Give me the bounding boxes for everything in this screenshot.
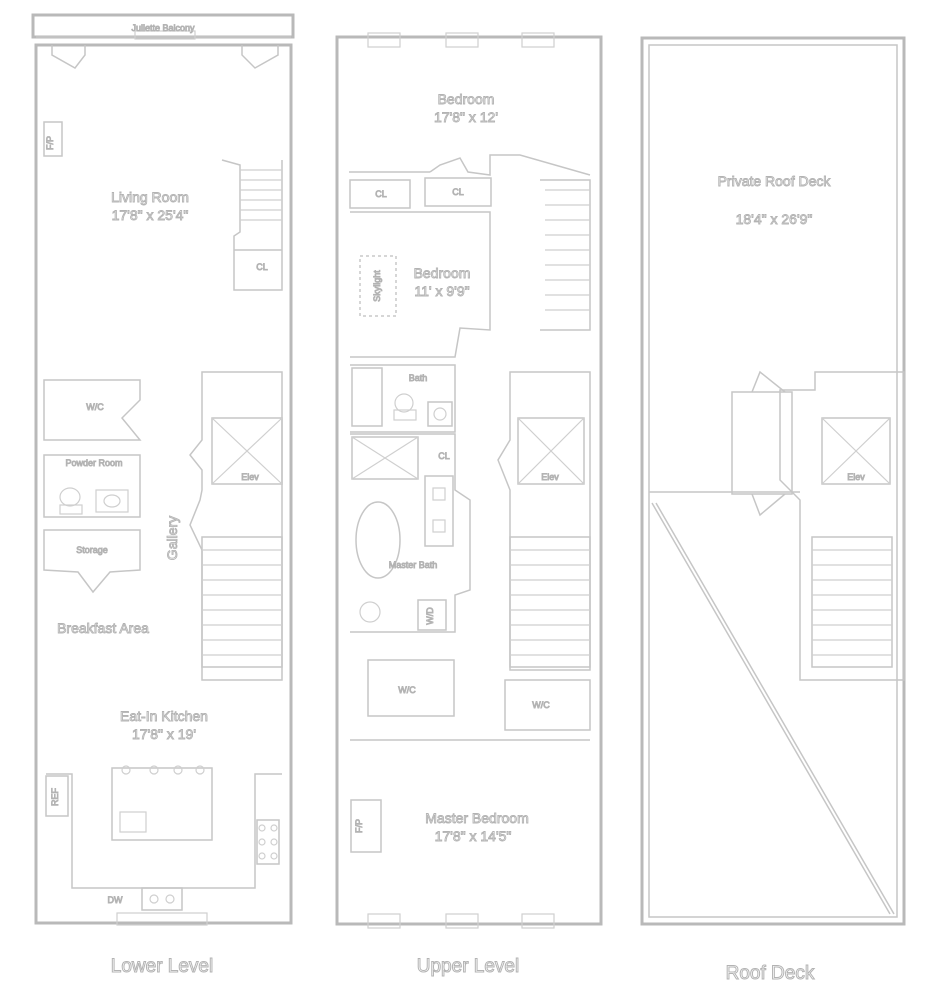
roof-deck-plan xyxy=(640,36,906,926)
lower-wc-label: W/C xyxy=(86,402,104,412)
skylight-label: Skylight xyxy=(372,270,382,302)
lower-level-title: Lower Level xyxy=(111,956,213,977)
upper-wc-1-label: W/C xyxy=(398,685,416,695)
lower-elevator-label: Elev xyxy=(241,472,259,482)
roof-deck-title: Roof Deck xyxy=(726,963,815,984)
roof-elevator-label: Elev xyxy=(847,472,865,482)
kitchen-label: Eat-In Kitchen xyxy=(120,708,208,724)
kitchen-dims: 17'8" x 19' xyxy=(132,726,196,742)
breakfast-area-label: Breakfast Area xyxy=(57,620,149,636)
upper-wc-2-label: W/C xyxy=(532,700,550,710)
lower-fireplace-label: F/P xyxy=(45,136,55,150)
roof-deck-dims: 18'4" x 26'9" xyxy=(736,211,813,227)
roof-deck-label: Private Roof Deck xyxy=(718,173,832,189)
dishwasher-label: DW xyxy=(108,895,123,905)
lower-level-plan xyxy=(31,13,295,926)
washer-dryer-label: W/D xyxy=(425,607,435,625)
master-bath-label: Master Bath xyxy=(389,560,438,570)
upper-bedroom-1-dims: 17'8" x 12' xyxy=(434,109,498,125)
upper-level-title: Upper Level xyxy=(417,956,519,977)
master-bedroom-dims: 17'8" x 14'5" xyxy=(435,828,512,844)
upper-closet-2-label: CL xyxy=(452,187,464,197)
living-room-dims: 17'8" x 25'4" xyxy=(112,207,189,223)
upper-bedroom-2-dims: 11' x 9'9" xyxy=(414,283,469,299)
upper-bedroom-1-label: Bedroom xyxy=(438,91,495,107)
gallery-label: Gallery xyxy=(164,516,180,560)
powder-room-label: Powder Room xyxy=(65,458,122,468)
master-bedroom-label: Master Bedroom xyxy=(425,810,528,826)
bath-label: Bath xyxy=(409,373,428,383)
living-room-label: Living Room xyxy=(111,189,189,205)
storage-label: Storage xyxy=(76,545,108,555)
upper-elevator-label: Elev xyxy=(541,472,559,482)
upper-bedroom-2-label: Bedroom xyxy=(414,265,471,281)
upper-level-plan xyxy=(335,32,603,929)
upper-closet-1-label: CL xyxy=(375,189,387,199)
juliette-balcony-label: Juliette Balcony xyxy=(131,23,195,33)
upper-fireplace-label: F/P xyxy=(354,819,364,833)
upper-closet-3-label: CL xyxy=(438,451,450,461)
refrigerator-label: REF xyxy=(50,787,60,806)
lower-closet-label: CL xyxy=(256,262,268,272)
